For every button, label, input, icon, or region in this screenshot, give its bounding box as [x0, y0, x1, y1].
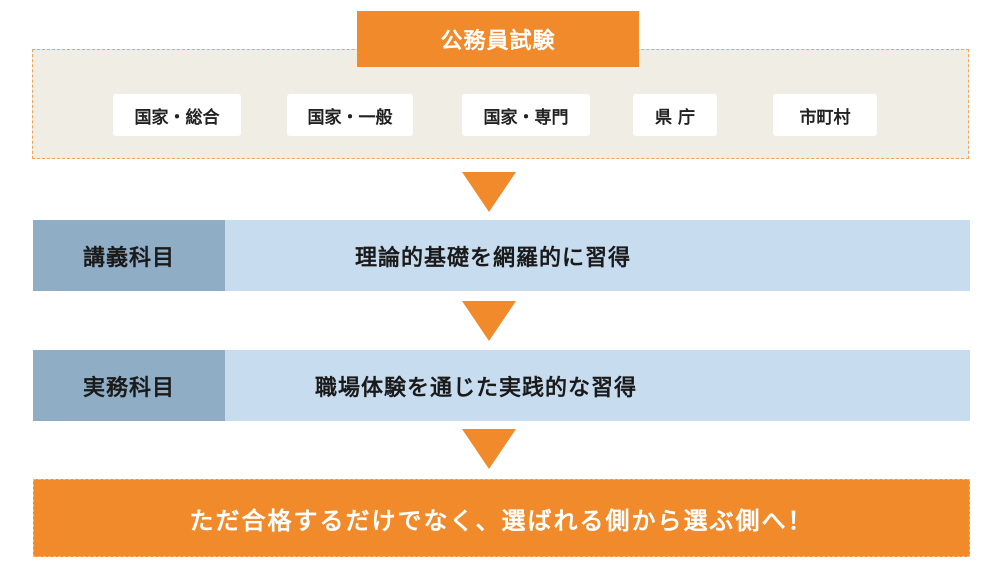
down-arrow-icon — [462, 429, 516, 469]
down-arrow-icon — [462, 172, 516, 212]
category-municipality: 市町村 — [773, 94, 877, 136]
practice-text: 職場体験を通じた実践的な習得 — [315, 375, 638, 401]
category-national-specialist: 国家・専門 — [462, 94, 590, 136]
slogan-banner: ただ合格するだけでなく、選ばれる側から選ぶ側へ！ — [33, 479, 970, 557]
category-national-general: 国家・一般 — [287, 94, 413, 136]
lecture-label: 講義科目 — [33, 220, 225, 291]
category-prefecture: 県 庁 — [633, 94, 717, 136]
exam-title: 公務員試験 — [357, 11, 639, 67]
practice-band: 実務科目 職場体験を通じた実践的な習得 — [33, 350, 970, 421]
down-arrow-icon — [462, 301, 516, 341]
lecture-text: 理論的基礎を網羅的に習得 — [355, 245, 632, 271]
practice-label: 実務科目 — [33, 350, 225, 421]
lecture-band: 講義科目 理論的基礎を網羅的に習得 — [33, 220, 970, 291]
category-national-general-track: 国家・総合 — [113, 94, 241, 136]
